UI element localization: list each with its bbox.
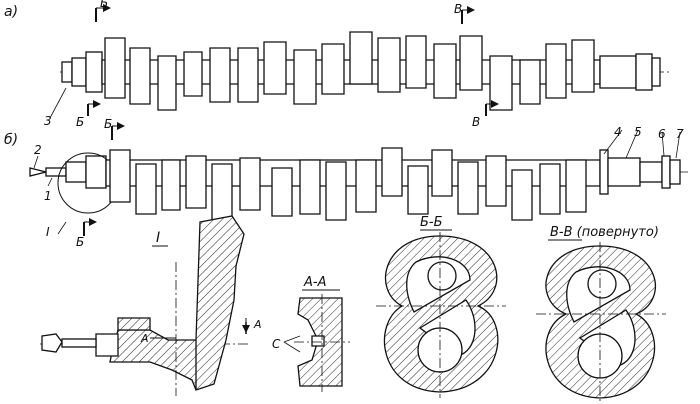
shaft-nose-a <box>61 51 103 93</box>
mark-c: С <box>272 337 281 351</box>
view-label-b: б) <box>4 132 18 148</box>
crank-throws-a <box>101 31 601 111</box>
rear-flange-b <box>599 149 681 195</box>
section-marks-b: Б Б <box>76 117 125 249</box>
detail-I-title: I <box>156 230 160 246</box>
mark-bb-bottom-a: Б <box>76 115 84 129</box>
callout-5: 5 <box>634 125 642 139</box>
crankshaft-view-a: а) <box>4 0 672 129</box>
callout-2: 2 <box>34 143 42 157</box>
shaft-nose-b <box>29 155 107 189</box>
rear-flange-a <box>599 53 661 91</box>
section-VV: В-В (повернуто) <box>536 225 666 402</box>
callouts-b: 2 1 I 4 5 6 7 <box>33 125 684 239</box>
mark-aa-left: А <box>140 332 149 345</box>
callout-4: 4 <box>614 125 622 139</box>
callout-3: 3 <box>44 114 52 128</box>
crank-throws-b <box>105 147 601 221</box>
mark-aa-right: А <box>253 318 262 331</box>
mark-bb-top-b: Б <box>104 117 112 131</box>
section-marks-a: Б Б В В <box>76 0 499 129</box>
section-VV-title: В-В (повернуто) <box>550 225 659 240</box>
section-AA-title: А-А <box>303 275 326 290</box>
mark-vv-top-a: В <box>454 2 462 16</box>
mark-bb-top-a: Б <box>100 0 108 10</box>
section-AA: А-А С <box>272 275 350 392</box>
callout-7: 7 <box>676 127 684 141</box>
section-BB-title: Б-Б <box>420 215 443 230</box>
mark-vv-bottom-a: В <box>472 115 480 129</box>
callout-6: 6 <box>658 127 666 141</box>
callout-1: 1 <box>44 189 52 203</box>
mark-bb-bottom-b: Б <box>76 235 84 249</box>
detail-ref-I: I <box>46 225 50 239</box>
section-BB: Б-Б <box>376 215 506 398</box>
detail-I-section: I А А <box>40 215 262 396</box>
view-label-a: а) <box>4 4 18 20</box>
crankshaft-view-b: б) <box>4 117 690 249</box>
